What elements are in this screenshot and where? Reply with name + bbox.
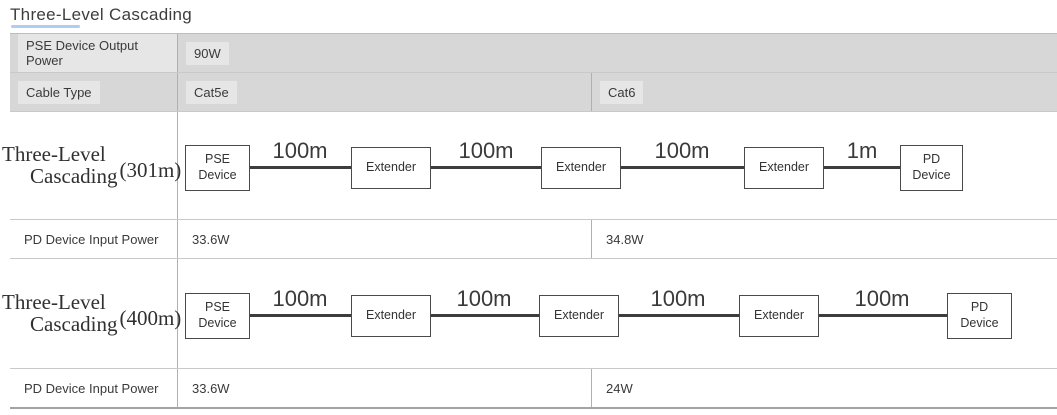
input-power-400m-label: PD Device Input Power (24, 380, 159, 396)
segment-length-label: 100m (650, 286, 706, 311)
pse-output-power-label-cell: PSE Device Output Power (10, 34, 178, 72)
extender-node: Extender (351, 147, 431, 189)
segment-length-label: 100m (272, 286, 328, 311)
extender-node: Extender (541, 147, 621, 189)
extender-node: Extender (539, 295, 619, 337)
cascading-400m-label-line2: Cascading(400m) (30, 306, 182, 336)
cable-type-label: Cable Type (18, 80, 100, 104)
pse-output-power-label: PSE Device Output Power (18, 34, 177, 72)
cascading-301m-label-line2: Cascading(301m) (30, 158, 182, 188)
input-power-400m-cat5e: 33.6W (192, 380, 230, 396)
pse-device-node: PSE Device (185, 145, 250, 191)
row-pse-output-power: PSE Device Output Power 90W (10, 34, 1057, 73)
input-power-301m-label-cell: PD Device Input Power (10, 220, 178, 258)
extender-node: Extender (744, 147, 824, 189)
row-input-power-301m: PD Device Input Power 33.6W 34.8W (10, 220, 1057, 259)
input-power-301m-cat6: 34.8W (606, 231, 644, 247)
extender-node: Extender (739, 295, 819, 337)
spec-table: PSE Device Output Power 90W Cable Type C… (2, 33, 1057, 409)
input-power-400m-cat6: 24W (606, 380, 633, 396)
input-power-301m-cat6-cell: 34.8W (592, 220, 1057, 258)
cascading-301m-label-cell: Three-Level Cascading(301m) (2, 112, 181, 219)
row-input-power-400m: PD Device Input Power 33.6W 24W (10, 369, 1057, 409)
title-underline (11, 25, 80, 28)
cable-type-cat6: Cat6 (600, 80, 644, 104)
pse-device-node: PSE Device (185, 293, 250, 339)
pse-output-power-value-cell: 90W (178, 34, 1057, 72)
cable-type-cat5e: Cat5e (186, 80, 237, 104)
cascading-301m-label-line1: Three-Level (2, 142, 106, 166)
cascading-400m-label: Three-Level Cascading(400m) (2, 291, 182, 335)
segment-length-label: 100m (456, 286, 512, 311)
segment-length-label: 100m (854, 286, 910, 311)
input-power-400m-label-cell: PD Device Input Power (10, 369, 178, 407)
segment-length-label: 1m (846, 138, 878, 163)
cascading-400m-distance: (400m) (119, 306, 182, 330)
extender-node: Extender (351, 295, 431, 337)
input-power-301m-label: PD Device Input Power (24, 231, 159, 247)
row-cable-type: Cable Type Cat5e Cat6 (10, 73, 1057, 112)
input-power-301m-cat5e-cell: 33.6W (178, 220, 592, 258)
cascading-400m-label-line1: Three-Level (2, 290, 106, 314)
row-cascading-400m: Three-Level Cascading(400m) 100m 100m 10… (2, 259, 1057, 369)
input-power-301m-cat5e: 33.6W (192, 231, 230, 247)
segment-length-label: 100m (654, 138, 710, 163)
segment-length-label: 100m (272, 138, 328, 163)
cable-type-label-cell: Cable Type (10, 73, 178, 111)
segment-length-label: 100m (458, 138, 514, 163)
pd-device-node: PD Device (900, 145, 963, 191)
cable-type-cat6-cell: Cat6 (592, 73, 1057, 111)
cable-type-cat5e-cell: Cat5e (178, 73, 592, 111)
row-cascading-301m: Three-Level Cascading(301m) 100m 100m 10… (2, 112, 1057, 220)
input-power-400m-cat5e-cell: 33.6W (178, 369, 592, 407)
cascading-301m-label: Three-Level Cascading(301m) (2, 143, 182, 187)
cascading-301m-distance: (301m) (119, 158, 182, 182)
page-title: Three-Level Cascading (10, 5, 193, 24)
pse-output-power-value: 90W (186, 41, 229, 65)
input-power-400m-cat6-cell: 24W (592, 369, 1057, 407)
diagram-400m: 100m 100m 100m 100m PSE Device Extender … (178, 259, 1057, 368)
diagram-301m: 100m 100m 100m 1m PSE Device Extender Ex… (178, 112, 1057, 219)
cascading-400m-label-cell: Three-Level Cascading(400m) (2, 259, 181, 368)
pd-device-node: PD Device (947, 293, 1012, 339)
